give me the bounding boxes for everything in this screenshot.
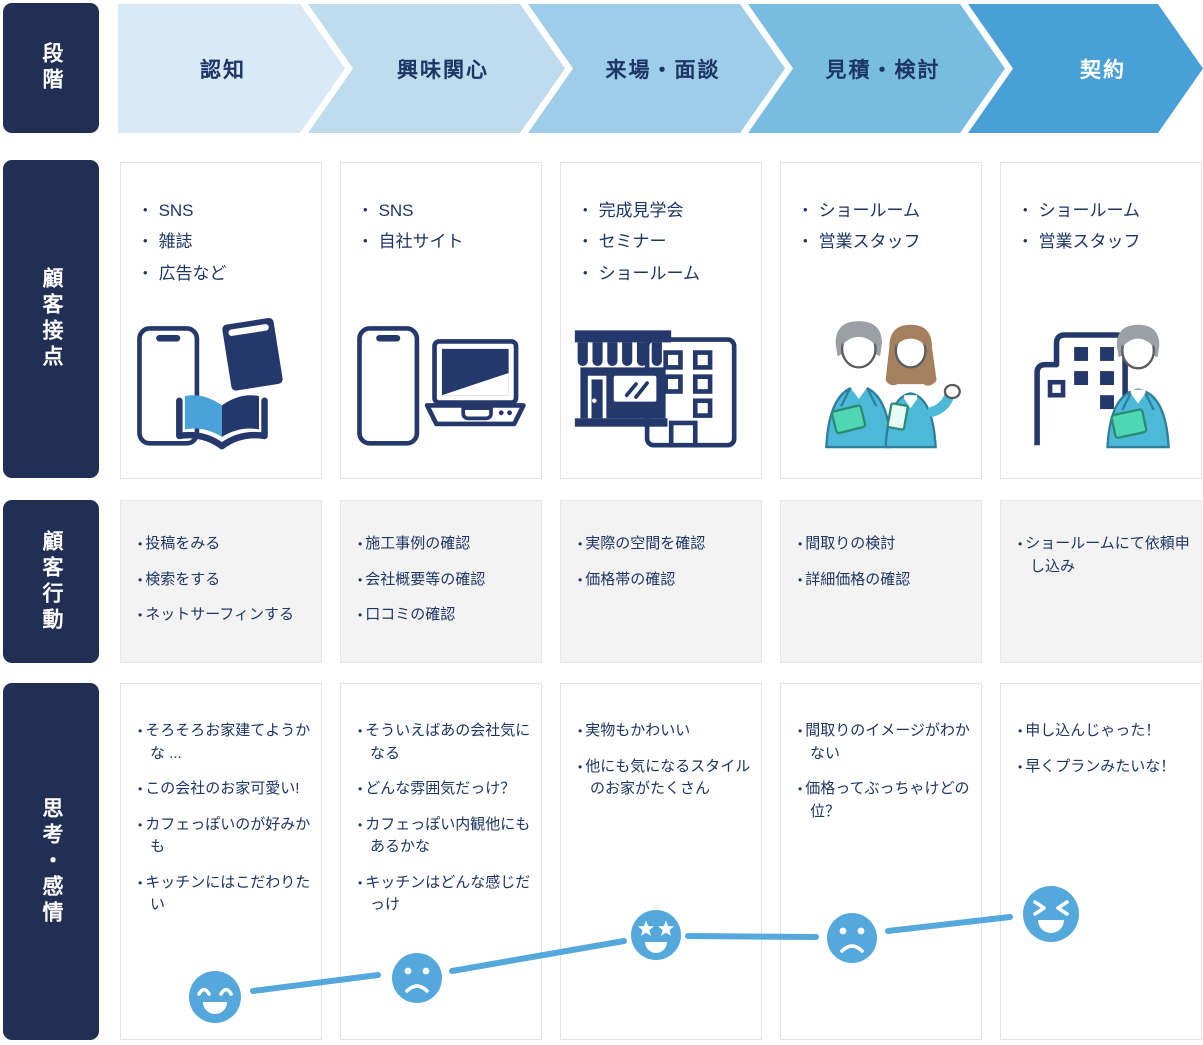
action-list: 実際の空間を確認価格帯の確認 (561, 501, 761, 591)
list-item: 投稿をみる (138, 533, 313, 556)
list-item: 施工事例の確認 (358, 533, 533, 556)
touchpoint-list: 完成見学会セミナーショールーム (561, 163, 761, 289)
thought-cell-contract: 申し込んじゃった！ 早くプランみたいな！ (1000, 683, 1202, 1040)
thought-cell-awareness: そろそろお家建てようかな ... この会社のお家可愛い! カフェっぽいのが好みかもキ… (120, 683, 322, 1040)
stage-label-contract: 契約 (1080, 58, 1126, 82)
list-item: ショールームにて依頼申し込み (1018, 533, 1193, 578)
thought-list: 申し込んじゃった！ 早くプランみたいな！ (1001, 684, 1201, 778)
stage-chevron-1 (118, 4, 345, 133)
thought-list: 間取りのイメージがわかない価格ってぶっちゃけどの位？ (781, 684, 981, 823)
list-item: 会社概要等の確認 (358, 569, 533, 592)
sidebar-label-touchpoints: 顧客接点 (3, 160, 99, 478)
list-item: 間取りのイメージがわかない (798, 720, 973, 765)
action-list: 施工事例の確認会社概要等の確認口コミの確認 (341, 501, 541, 627)
thought-cell-interest: そういえばあの会社気になるどんな雰囲気だっけ？ カフェっぽい内観他にもあるかなキッ… (340, 683, 542, 1040)
action-list: 間取りの検討詳細価格の確認 (781, 501, 981, 591)
stage-label-visit: 来場・面談 (605, 58, 721, 82)
list-item: どんな雰囲気だっけ？ (358, 778, 533, 801)
list-item: 口コミの確認 (358, 604, 533, 627)
list-item: 雑誌 (143, 226, 311, 257)
list-item: ネットサーフィンする (138, 604, 313, 627)
touchpoint-list: ショールーム営業スタッフ (781, 163, 981, 258)
list-item: セミナー (583, 226, 751, 257)
list-item: 価格ってぶっちゃけどの位？ (798, 778, 973, 823)
action-list: ショールームにて依頼申し込み (1001, 501, 1201, 578)
touchpoint-list: SNS雑誌広告など (121, 163, 321, 289)
list-item: SNS (143, 195, 311, 226)
list-item: ショールーム (1023, 195, 1191, 226)
list-item: 実際の空間を確認 (578, 533, 753, 556)
list-item: キッチンはどんな感じだっけ (358, 872, 533, 917)
stage-label-consideration: 見積・検討 (825, 58, 941, 82)
touchpoint-list: ショールーム営業スタッフ (1001, 163, 1201, 258)
action-cell-interest: 施工事例の確認会社概要等の確認口コミの確認 (340, 500, 542, 663)
thought-cell-visit: 実物もかわいい他にも気になるスタイルのお家がたくさん (560, 683, 762, 1040)
stage-chevron-2 (308, 4, 565, 133)
list-item: 広告など (143, 258, 311, 289)
list-item: 営業スタッフ (1023, 226, 1191, 257)
list-item: SNS (363, 195, 531, 226)
stage-label-interest: 興味関心 (397, 58, 489, 82)
thought-cell-consideration: 間取りのイメージがわかない価格ってぶっちゃけどの位？ (780, 683, 982, 1040)
touchpoint-cell-visit: 完成見学会セミナーショールーム (560, 162, 762, 479)
touchpoint-list: SNS自社サイト (341, 163, 541, 258)
list-item: そういえばあの会社気になる (358, 720, 533, 765)
action-list: 投稿をみる検索をするネットサーフィンする (121, 501, 321, 627)
list-item: カフェっぽいのが好みかも (138, 814, 313, 859)
sidebar-label-actions: 顧客行動 (3, 500, 99, 663)
thought-list: そろそろお家建てようかな ... この会社のお家可愛い! カフェっぽいのが好みかもキ… (121, 684, 321, 917)
building-staff-icon (1001, 310, 1201, 456)
store-building-icon (561, 310, 761, 456)
list-item: 他にも気になるスタイルのお家がたくさん (578, 756, 753, 801)
touchpoint-cell-awareness: SNS雑誌広告など (120, 162, 322, 479)
list-item: 価格帯の確認 (578, 569, 753, 592)
list-item: ショールーム (803, 195, 971, 226)
list-item: 間取りの検討 (798, 533, 973, 556)
list-item: ショールーム (583, 258, 751, 289)
list-item: 申し込んじゃった！ (1018, 720, 1193, 743)
action-cell-contract: ショールームにて依頼申し込み (1000, 500, 1202, 663)
list-item: そろそろお家建てようかな ... (138, 720, 313, 765)
stage-label-awareness: 認知 (200, 58, 246, 82)
list-item: この会社のお家可愛い! (138, 778, 313, 801)
list-item: 詳細価格の確認 (798, 569, 973, 592)
stage-chevron-3 (528, 4, 785, 133)
list-item: 自社サイト (363, 226, 531, 257)
sidebar-label-stage: 段階 (3, 3, 99, 133)
list-item: 実物もかわいい (578, 720, 753, 743)
sidebar-label-emotions: 思考・感情 (3, 683, 99, 1040)
list-item: 早くプランみたいな！ (1018, 756, 1193, 779)
touchpoint-cell-consideration: ショールーム営業スタッフ (780, 162, 982, 479)
stage-chevron-5 (968, 4, 1203, 133)
thought-list: そういえばあの会社気になるどんな雰囲気だっけ？ カフェっぽい内観他にもあるかなキッ… (341, 684, 541, 917)
thought-list: 実物もかわいい他にも気になるスタイルのお家がたくさん (561, 684, 761, 801)
touchpoint-cell-contract: ショールーム営業スタッフ (1000, 162, 1202, 479)
action-cell-visit: 実際の空間を確認価格帯の確認 (560, 500, 762, 663)
list-item: 完成見学会 (583, 195, 751, 226)
list-item: 検索をする (138, 569, 313, 592)
smartphone-laptop-icon (341, 310, 541, 456)
touchpoint-cell-interest: SNS自社サイト (340, 162, 542, 479)
action-cell-awareness: 投稿をみる検索をするネットサーフィンする (120, 500, 322, 663)
sales-staff-pair-icon (781, 310, 981, 456)
action-cell-consideration: 間取りの検討詳細価格の確認 (780, 500, 982, 663)
list-item: 営業スタッフ (803, 226, 971, 257)
stage-chevron-header (118, 4, 1203, 133)
list-item: カフェっぽい内観他にもあるかな (358, 814, 533, 859)
smartphone-books-icon (121, 310, 321, 456)
list-item: キッチンにはこだわりたい (138, 872, 313, 917)
stage-chevron-4 (748, 4, 1005, 133)
